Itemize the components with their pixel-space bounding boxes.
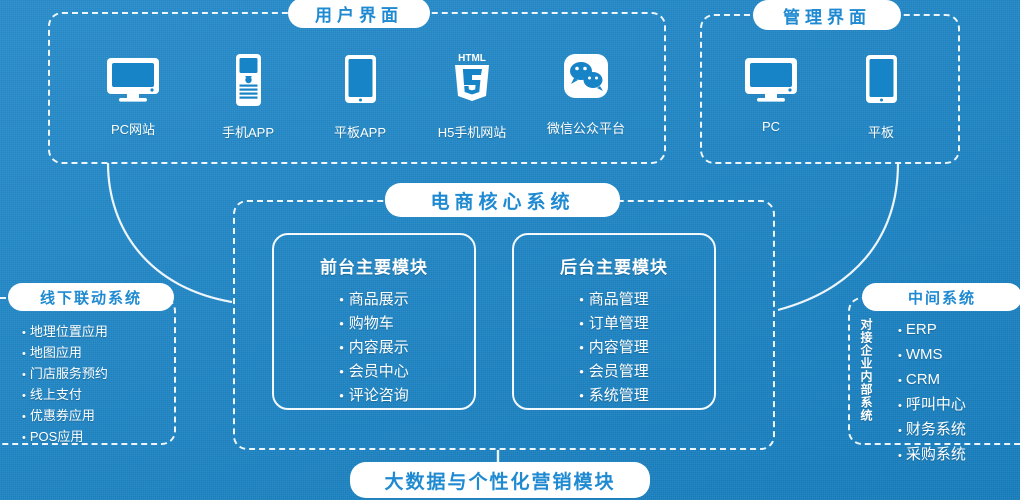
list-item: 地理位置应用 [22, 322, 108, 343]
offline-system-list: 地理位置应用 地图应用 门店服务预约 线上支付 优惠券应用 POS应用 [22, 322, 108, 448]
module-item: 订单管理 [579, 312, 649, 336]
wechat-icon [558, 52, 614, 109]
list-item: 门店服务预约 [22, 364, 108, 385]
list-item: 优惠券应用 [22, 406, 108, 427]
list-item: 呼叫中心 [898, 393, 966, 418]
module-item: 评论咨询 [339, 384, 409, 408]
module-item: 会员中心 [339, 360, 409, 384]
svg-text:HTML: HTML [458, 53, 486, 64]
module-item: 商品管理 [579, 288, 649, 312]
middleware-system-list: ERP WMS CRM 呼叫中心 财务系统 采购系统 [898, 318, 966, 468]
bottom-module-title: 大数据与个性化营销模块 [350, 462, 650, 498]
list-item: 线上支付 [22, 385, 108, 406]
ui-item-tablet-app[interactable]: 平板APP [320, 52, 400, 141]
ui-item-label: 平板APP [333, 125, 386, 140]
middleware-system-title: 中间系统 [862, 283, 1020, 311]
ui-item-label: 手机APP [221, 125, 274, 140]
mobile-phone-icon [225, 52, 271, 113]
module-item: 内容展示 [339, 336, 409, 360]
list-item: ERP [898, 318, 966, 343]
list-item: 财务系统 [898, 418, 966, 443]
frontend-modules-list: 商品展示 购物车 内容展示 会员中心 评论咨询 [339, 284, 409, 408]
core-system-title: 电商核心系统 [385, 183, 620, 217]
admin-item-label: PC [761, 119, 781, 134]
ui-item-h5-site[interactable]: HTML H5手机网站 [430, 48, 514, 141]
ui-item-pc-website[interactable]: PC网站 [93, 55, 173, 138]
middleware-system-list-wrap: ERP WMS CRM 呼叫中心 财务系统 采购系统 [898, 318, 966, 468]
offline-system-title: 线下联动系统 [8, 283, 174, 311]
monitor-icon [741, 55, 801, 110]
ui-item-mobile-app[interactable]: 手机APP [208, 52, 288, 141]
admin-interface-title: 管理界面 [753, 0, 901, 30]
monitor-icon [103, 55, 163, 110]
list-item: WMS [898, 343, 966, 368]
admin-item-label: 平板 [867, 125, 894, 140]
connector-ui-to-core [106, 162, 233, 304]
module-item: 会员管理 [579, 360, 649, 384]
frontend-modules-title: 前台主要模块 [320, 258, 428, 277]
tablet-icon [858, 52, 904, 113]
backend-modules-list: 商品管理 订单管理 内容管理 会员管理 系统管理 [579, 284, 649, 408]
user-interface-title: 用户界面 [288, 0, 430, 28]
module-item: 内容管理 [579, 336, 649, 360]
list-item: 地图应用 [22, 343, 108, 364]
ui-item-label: H5手机网站 [437, 125, 507, 140]
list-item: 采购系统 [898, 443, 966, 468]
tablet-icon [337, 52, 383, 113]
admin-item-tablet[interactable]: 平板 [843, 52, 919, 141]
html5-shield-icon: HTML [447, 48, 497, 113]
ui-item-label: PC网站 [110, 122, 156, 137]
backend-modules-title: 后台主要模块 [560, 258, 668, 277]
module-item: 购物车 [339, 312, 409, 336]
list-item: POS应用 [22, 427, 108, 448]
backend-modules-box: 后台主要模块 商品管理 订单管理 内容管理 会员管理 系统管理 [512, 233, 716, 410]
list-item: CRM [898, 368, 966, 393]
admin-item-pc[interactable]: PC [733, 55, 809, 134]
ui-item-wechat[interactable]: 微信公众平台 [540, 52, 632, 137]
offline-system-list-wrap: 地理位置应用 地图应用 门店服务预约 线上支付 优惠券应用 POS应用 [22, 322, 108, 448]
module-item: 系统管理 [579, 384, 649, 408]
ui-item-label: 微信公众平台 [546, 121, 625, 136]
module-item: 商品展示 [339, 288, 409, 312]
middleware-vertical-note: 对接企业内部系统 [859, 318, 873, 422]
frontend-modules-box: 前台主要模块 商品展示 购物车 内容展示 会员中心 评论咨询 [272, 233, 476, 410]
